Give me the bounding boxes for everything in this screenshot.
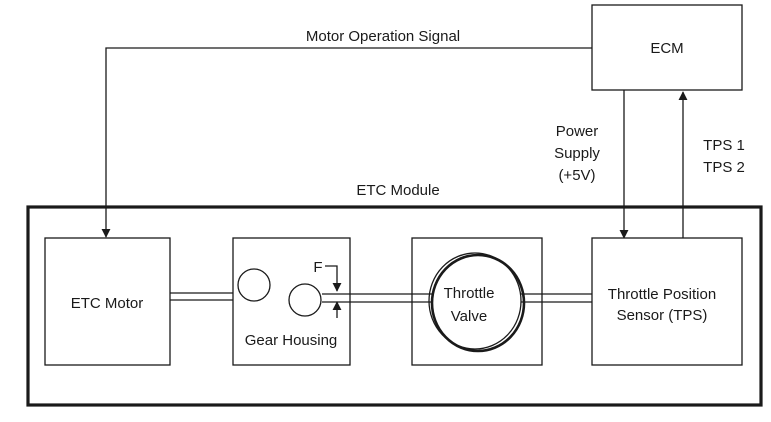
tps-signal-label-2: TPS 2 bbox=[703, 159, 745, 176]
shaft-throttle-tps bbox=[542, 293, 592, 303]
etc-module-frame bbox=[26, 205, 763, 407]
etc-motor-label: ETC Motor bbox=[71, 295, 144, 312]
ecm-block: ECM bbox=[591, 4, 743, 91]
gear-housing-block: Gear Housing F bbox=[232, 237, 351, 366]
tps-block: Throttle Position Sensor (TPS) bbox=[591, 237, 743, 366]
tps-label-line2: Sensor (TPS) bbox=[617, 307, 708, 324]
tps-signal-line: TPS 1 TPS 2 bbox=[678, 91, 745, 238]
f-label: F bbox=[313, 259, 322, 276]
gear-2 bbox=[288, 283, 322, 317]
shaft-motor-gear bbox=[170, 292, 233, 301]
etc-motor-block: ETC Motor bbox=[44, 237, 171, 366]
power-supply-label-line3: (+5V) bbox=[558, 167, 595, 184]
throttle-valve-label-line1: Throttle bbox=[444, 285, 495, 302]
throttle-valve-label-line2: Valve bbox=[451, 308, 487, 325]
tps-label-line1: Throttle Position bbox=[608, 286, 716, 303]
tps-signal-label-1: TPS 1 bbox=[703, 137, 745, 154]
ecm-label: ECM bbox=[650, 40, 683, 57]
motor-signal-label: Motor Operation Signal bbox=[306, 28, 460, 45]
power-supply-label-line2: Supply bbox=[554, 145, 600, 162]
power-supply-line: Power Supply (+5V) bbox=[554, 90, 629, 239]
throttle-valve-block: Throttle Valve bbox=[411, 237, 543, 366]
etc-module-label: ETC Module bbox=[356, 182, 439, 199]
gear-housing-label: Gear Housing bbox=[245, 332, 338, 349]
motor-operation-signal-line: Motor Operation Signal bbox=[101, 28, 592, 238]
power-supply-label-line1: Power bbox=[556, 123, 599, 140]
gear-1 bbox=[237, 268, 271, 302]
